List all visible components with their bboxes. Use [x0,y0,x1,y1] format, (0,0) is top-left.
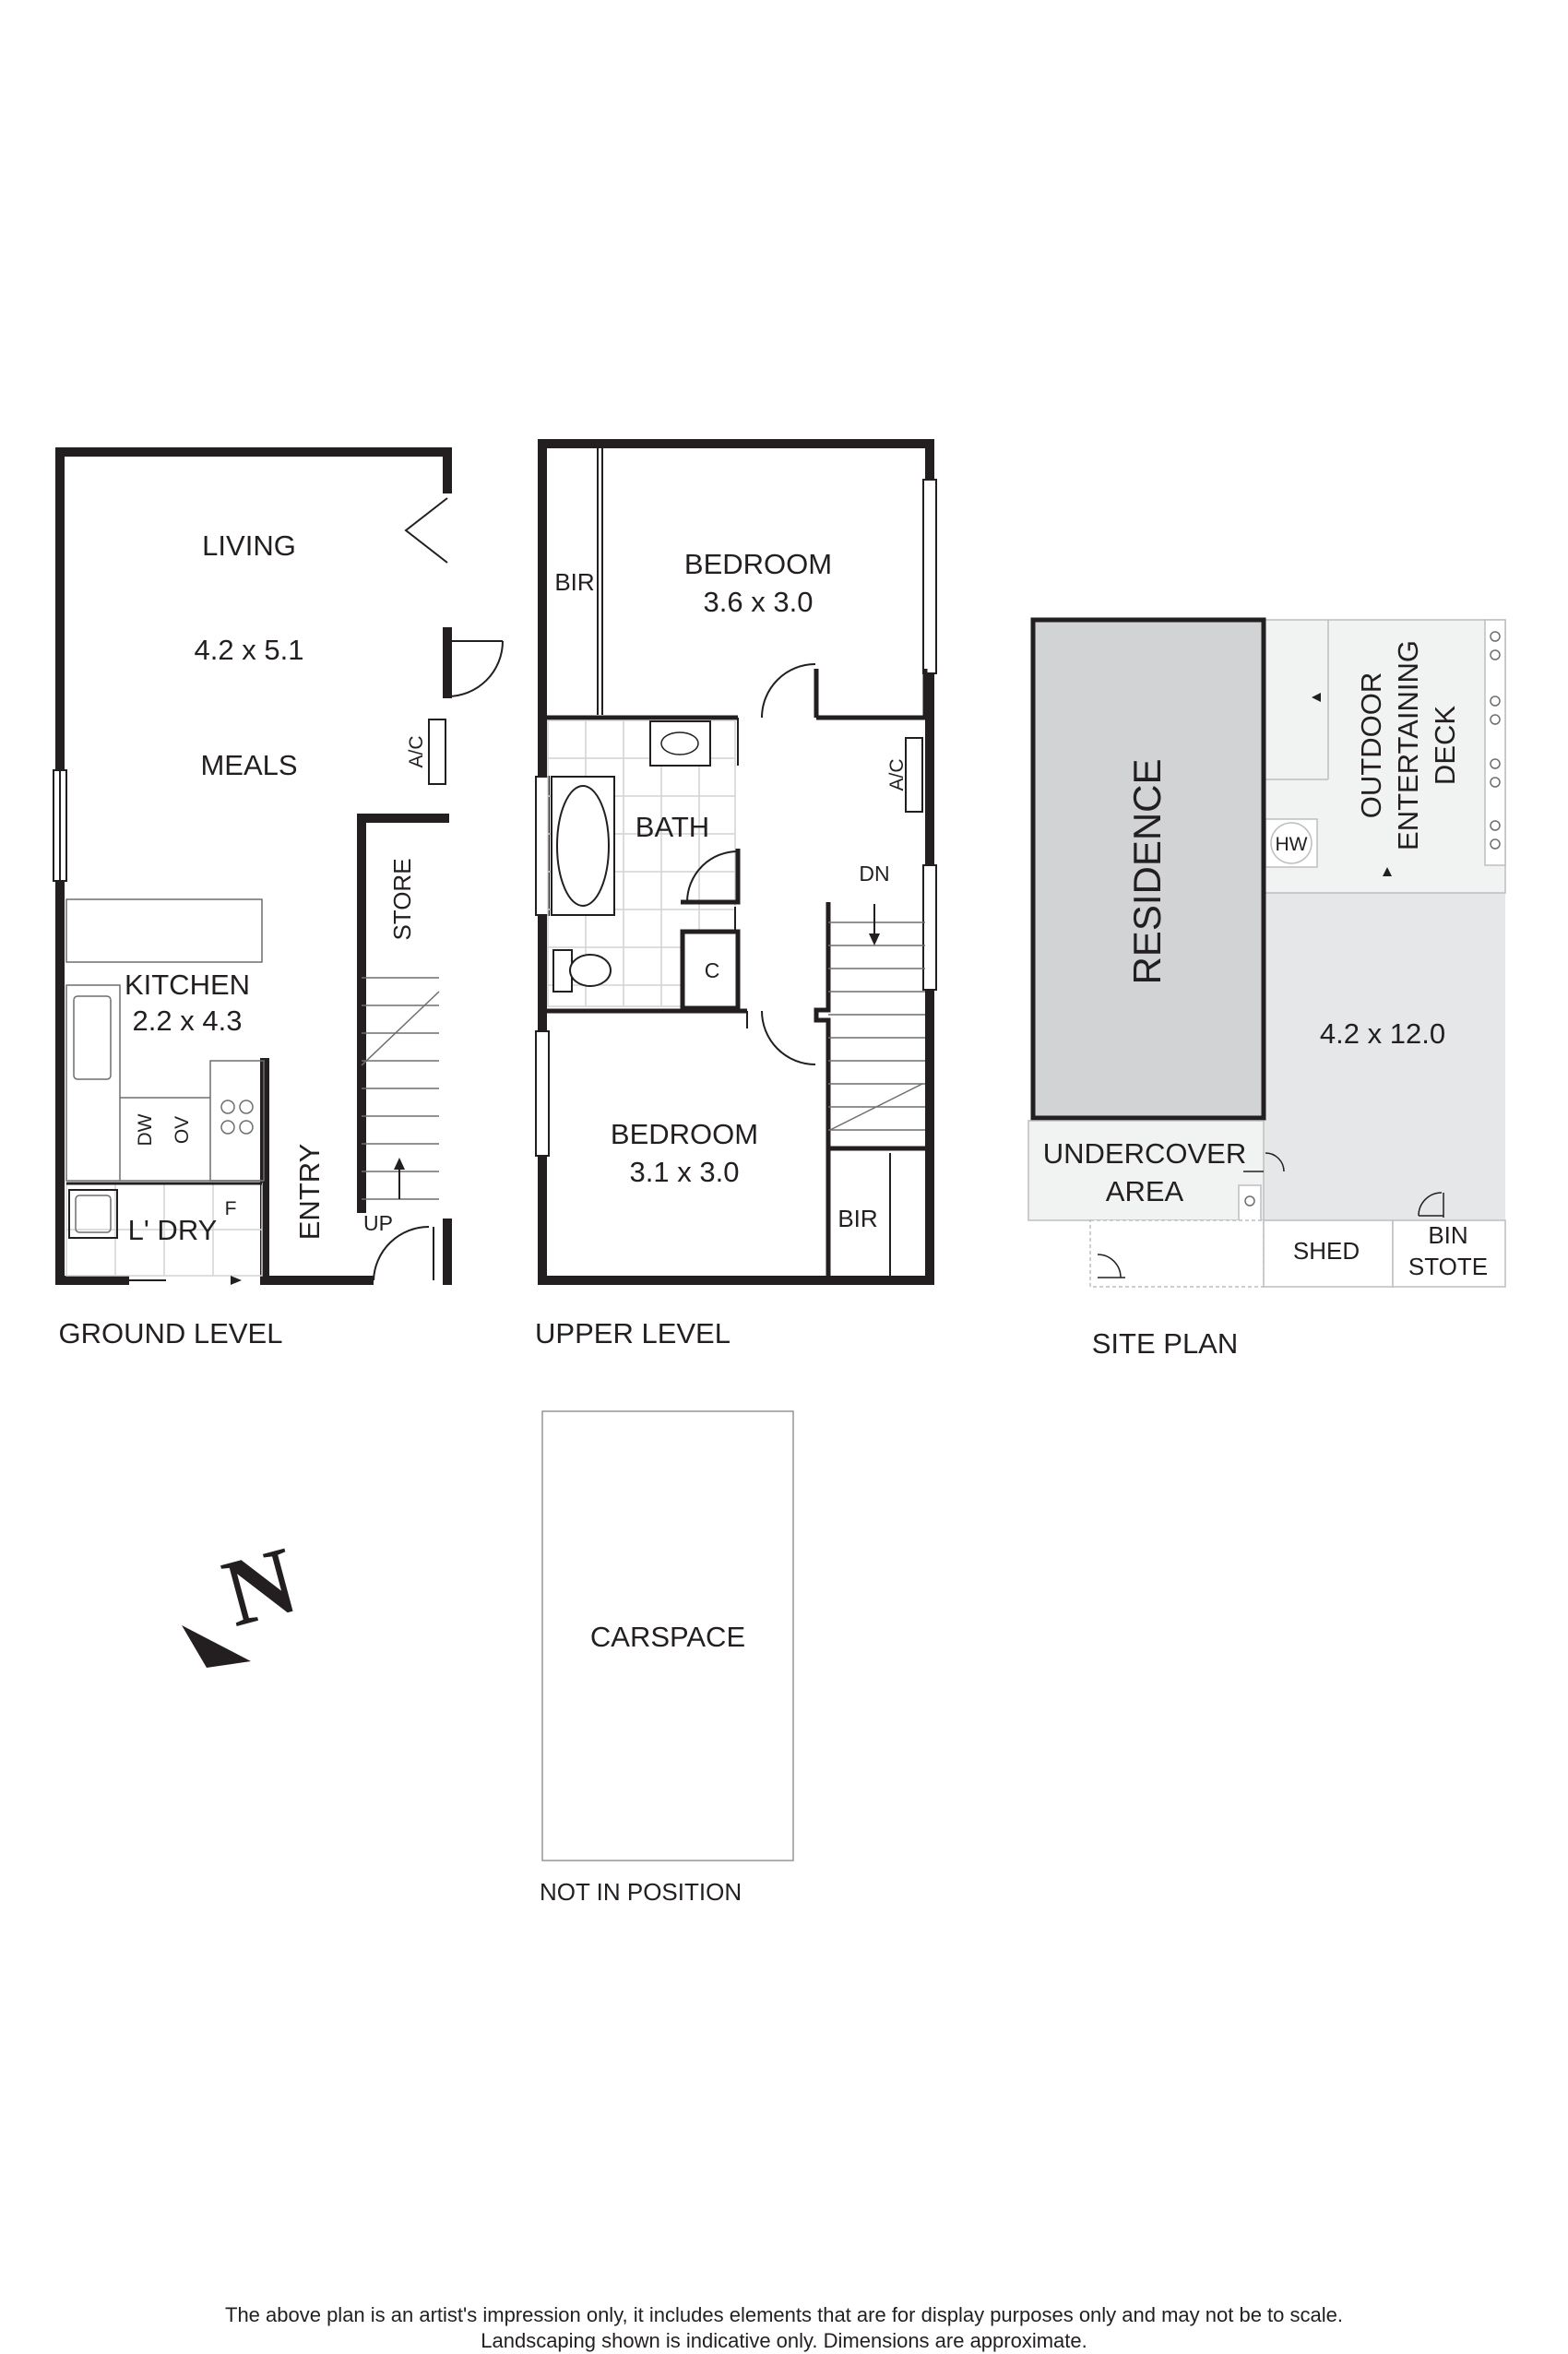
stairs-up-label: UP [363,1211,393,1235]
shed-label: SHED [1293,1237,1360,1265]
outdoor-label-line2: ENTERTAINING [1392,640,1424,850]
site-plan [1028,617,1506,1288]
bedroom2-dimension: 3.1 x 3.0 [630,1156,740,1188]
bir1-label: BIR [554,568,594,596]
living-label: LIVING [202,529,296,562]
oven-label: OV [172,1116,193,1144]
residence-label: RESIDENCE [1125,758,1169,984]
undercover-label-line2: AREA [1106,1175,1184,1207]
disclaimer: The above plan is an artist's impression… [0,2302,1568,2354]
outdoor-label-line3: DECK [1429,706,1461,785]
upper-ac-label: A/C [886,758,908,791]
ground-level-plan [53,447,504,1285]
undercover-label-line1: UNDERCOVER [1043,1137,1246,1170]
upper-level-heading: UPPER LEVEL [535,1317,731,1349]
dishwasher-label: DW [135,1113,156,1146]
hot-water-label: HW [1276,834,1308,855]
north-letter: N [213,1527,307,1647]
bedroom2-label: BEDROOM [611,1118,758,1150]
living-dimension: 4.2 x 5.1 [195,634,304,666]
carspace-note: NOT IN POSITION [540,1878,742,1906]
meals-label: MEALS [200,749,297,781]
carspace-outline [541,1410,794,1861]
bin-store-label-line1: BIN [1428,1221,1467,1249]
ground-ac-label: A/C [406,735,427,767]
kitchen-dimension: 2.2 x 4.3 [133,1005,243,1037]
bedroom1-dimension: 3.6 x 3.0 [704,586,814,618]
north-arrow-icon: N [182,1527,307,1668]
ground-level-heading: GROUND LEVEL [59,1317,283,1349]
carspace-label: CARSPACE [590,1621,745,1653]
bath-label: BATH [636,811,709,843]
store-label: STORE [388,858,416,940]
kitchen-label: KITCHEN [125,969,250,1001]
fridge-label: F [225,1198,237,1219]
bir2-label: BIR [837,1205,877,1232]
disclaimer-line2: Landscaping shown is indicative only. Di… [481,2329,1087,2352]
bin-store-label-line2: STOTE [1408,1253,1488,1280]
disclaimer-line1: The above plan is an artist's impression… [225,2303,1343,2326]
entry-label: ENTRY [293,1144,326,1241]
stairs-down-label: DN [859,862,889,886]
upper-level-plan [535,439,937,1285]
deck-planter-icons [1490,631,1501,850]
ground-stairs [361,977,440,1200]
outdoor-label-line1: OUTDOOR [1355,672,1387,818]
laundry-label: L' DRY [128,1214,218,1246]
yard-dimension: 4.2 x 12.0 [1320,1017,1445,1050]
cupboard-label: C [705,958,720,982]
site-plan-heading: SITE PLAN [1092,1327,1239,1360]
bedroom1-label: BEDROOM [684,548,832,580]
